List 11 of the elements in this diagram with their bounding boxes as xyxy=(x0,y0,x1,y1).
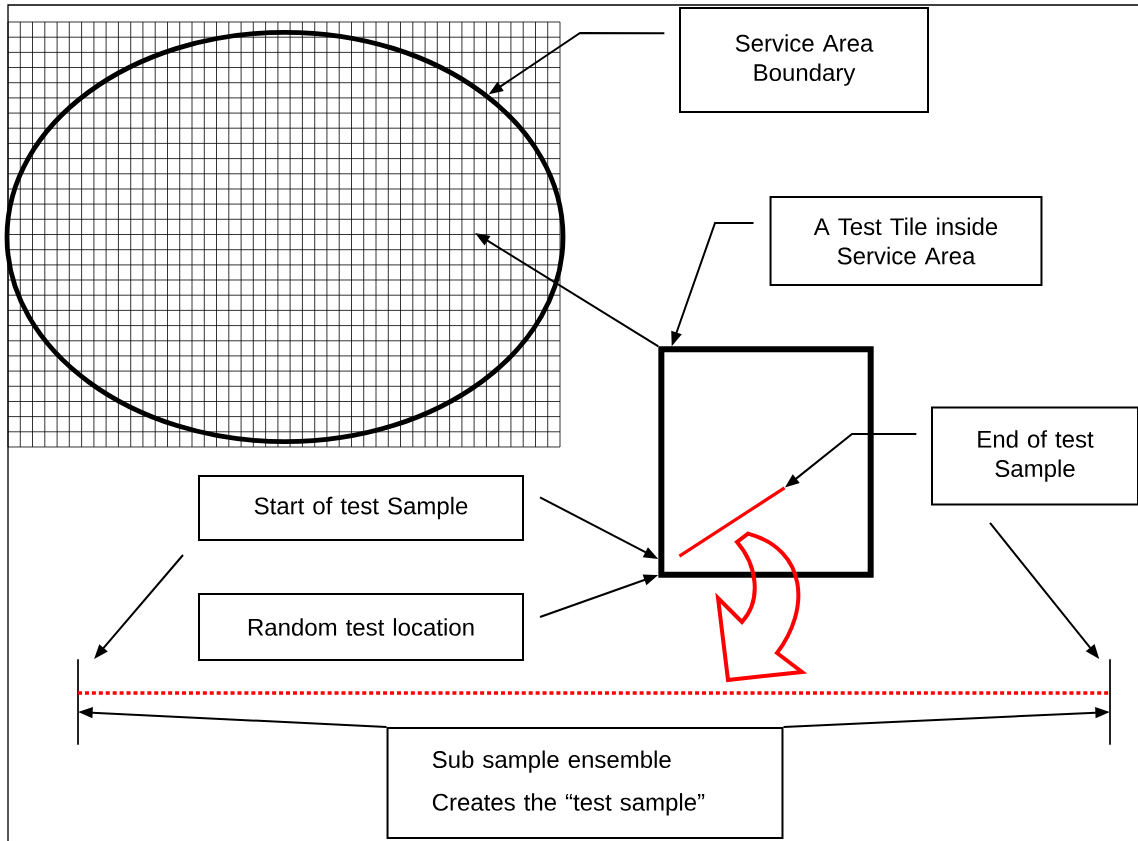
label-box: Service Area Boundary xyxy=(679,7,929,113)
test-sample-line xyxy=(678,486,786,558)
label-box: End of test Sample xyxy=(931,406,1138,506)
test-tile-square xyxy=(658,346,874,578)
end-tick xyxy=(77,659,79,745)
label-box: Random test location xyxy=(198,593,524,661)
label-box: A Test Tile inside Service Area xyxy=(769,196,1043,286)
label-box: Start of test Sample xyxy=(198,475,524,541)
label-box: Sub sample ensemble Creates the “test sample” xyxy=(386,727,784,839)
end-tick xyxy=(1109,659,1111,745)
dotted-line xyxy=(78,691,1110,695)
